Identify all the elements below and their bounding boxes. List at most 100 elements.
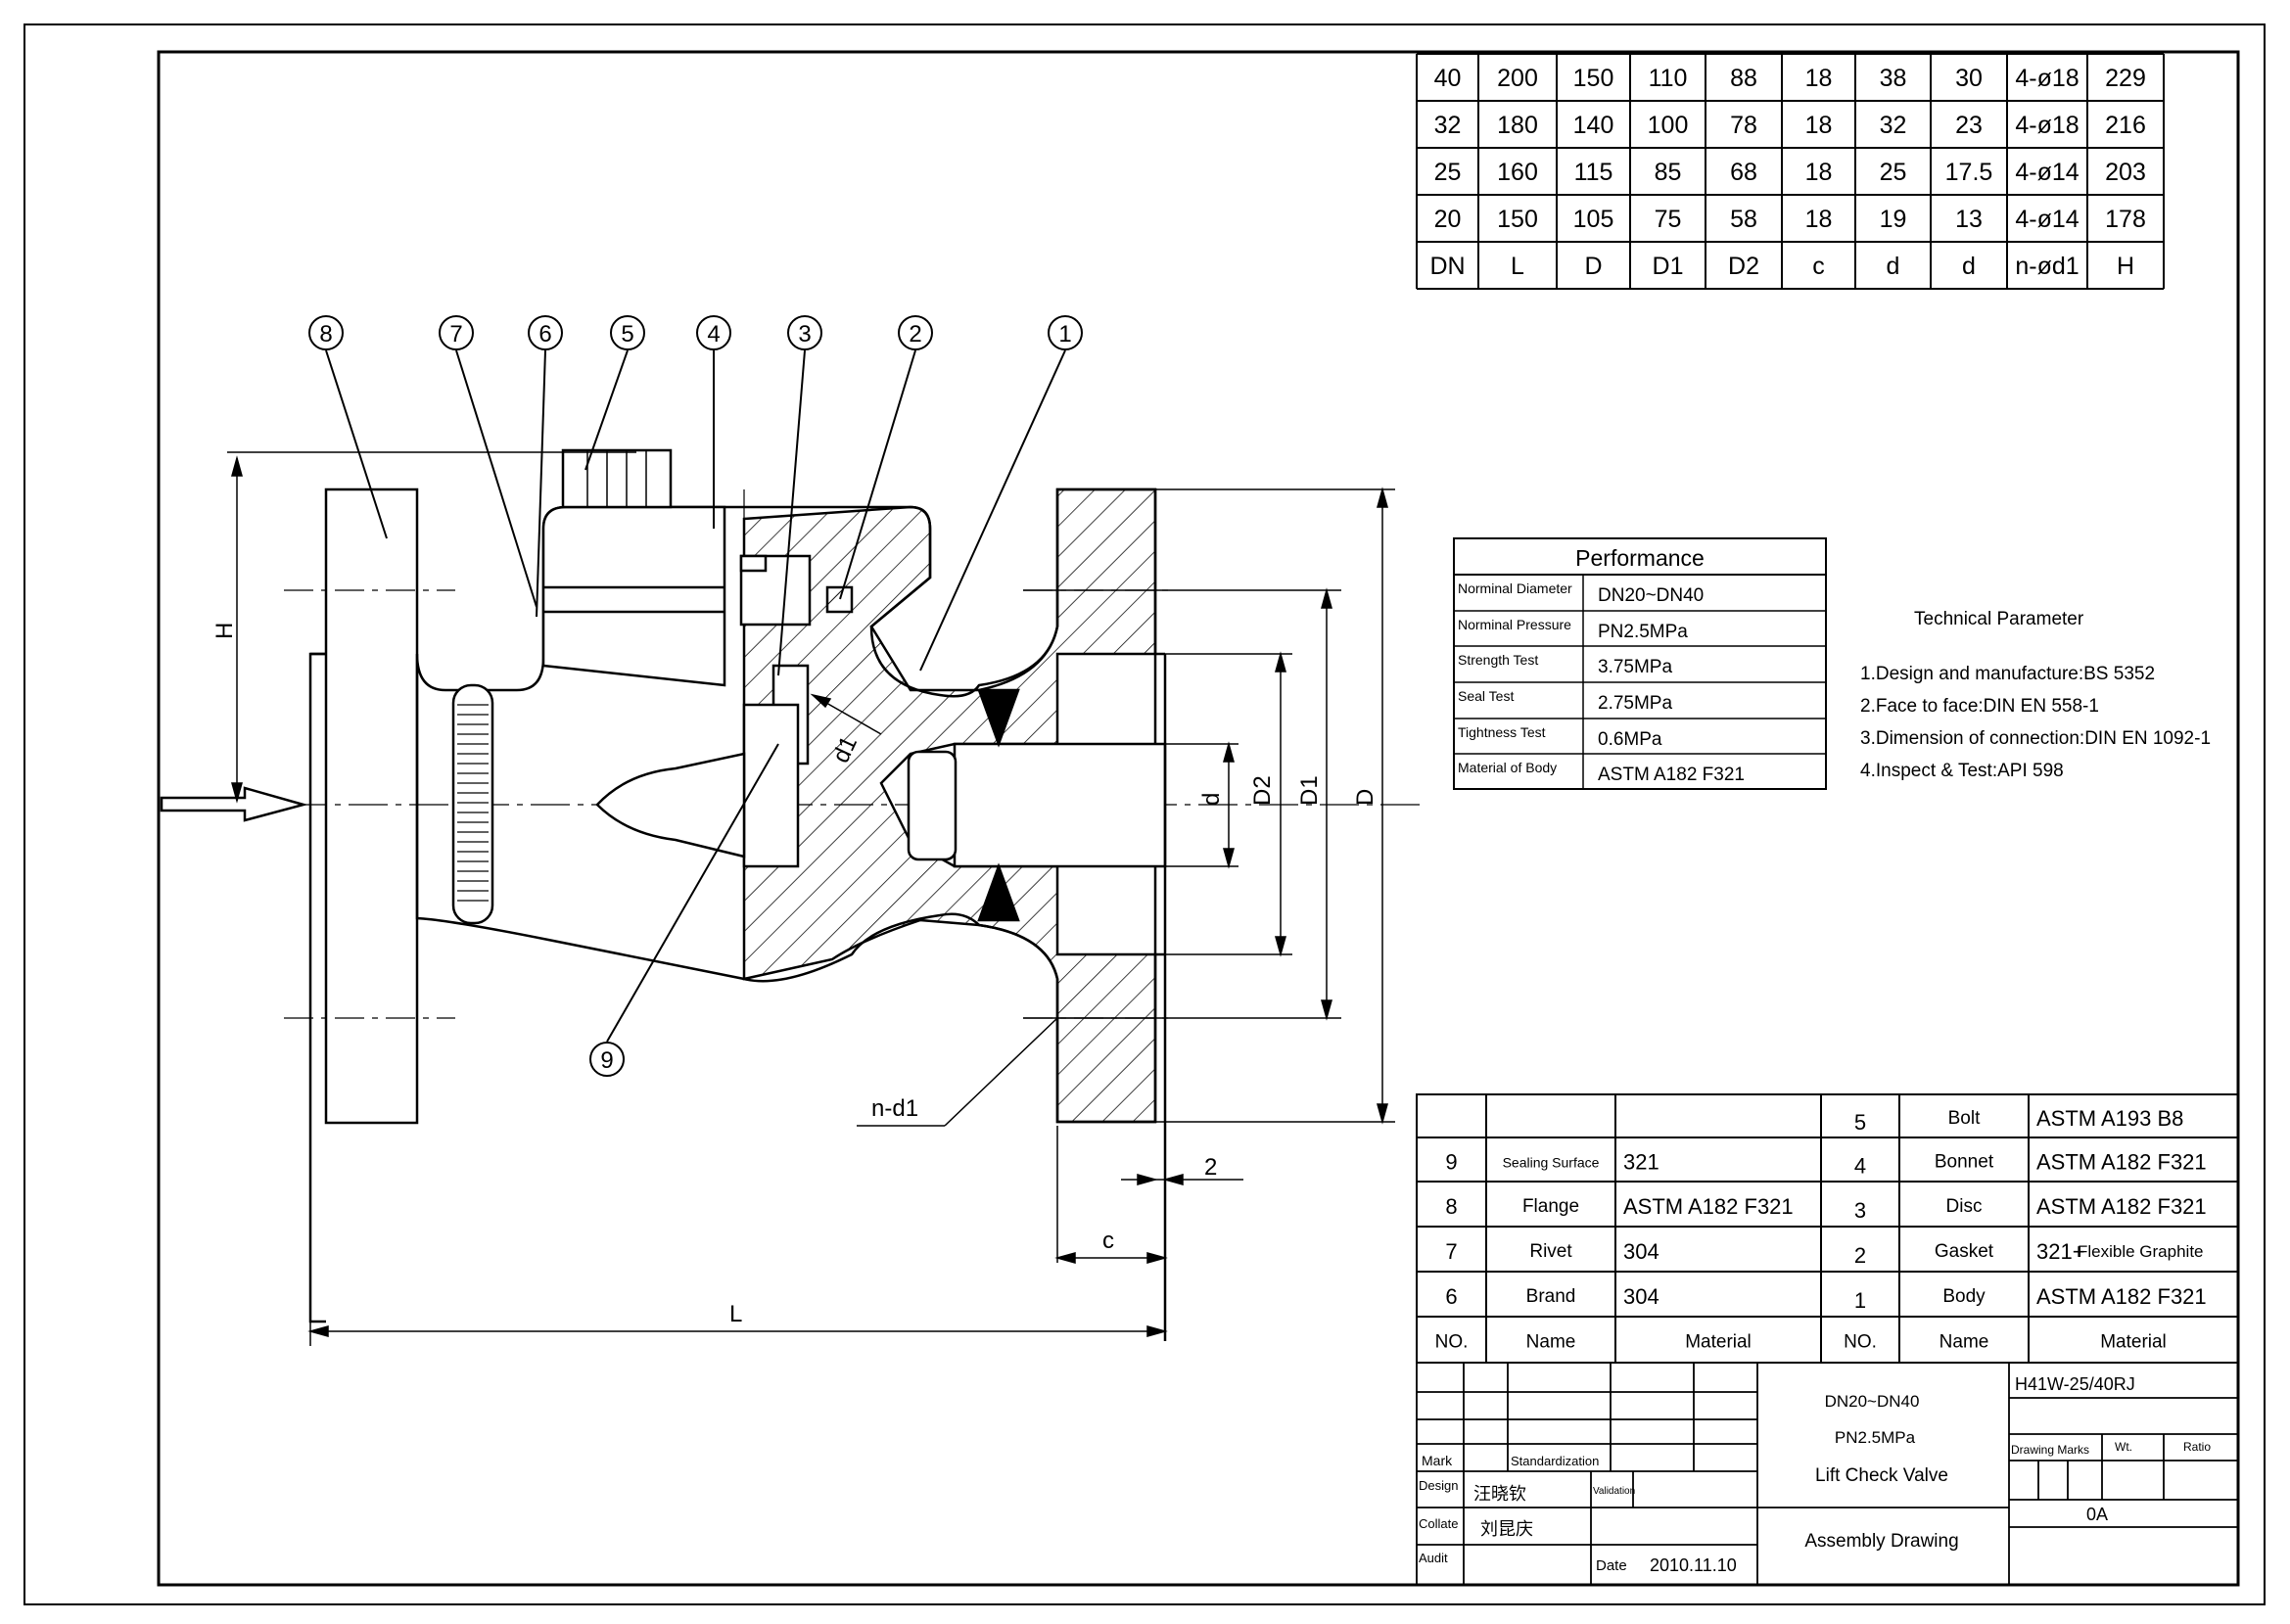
dim-table-cell: 19 xyxy=(1880,206,1907,233)
disc xyxy=(739,554,812,626)
part-name: Body xyxy=(1942,1286,1986,1307)
part-number: 6 xyxy=(1445,1284,1457,1309)
design-label: Design xyxy=(1419,1478,1458,1493)
dim-table-cell: c xyxy=(1812,253,1825,280)
dim-table-cell: 13 xyxy=(1955,206,1983,233)
wt-label: Wt. xyxy=(2115,1440,2132,1454)
outlet-bore xyxy=(953,742,1167,868)
part-material: 304 xyxy=(1623,1239,1659,1264)
part-number: 8 xyxy=(1445,1194,1457,1219)
valve-section-view xyxy=(160,448,1420,1341)
technical-item: 4.Inspect & Test:API 598 xyxy=(1860,761,2064,781)
dim-table-cell: D2 xyxy=(1728,253,1759,280)
balloon-5: 5 xyxy=(621,321,633,348)
part-name: Gasket xyxy=(1935,1241,1994,1262)
performance-value: 0.6MPa xyxy=(1598,729,1662,750)
dim-table-cell: 18 xyxy=(1805,65,1833,92)
part-name: Rivet xyxy=(1529,1241,1572,1262)
dim-table-cell: 4-ø14 xyxy=(2015,206,2079,233)
collator-name: 刘昆庆 xyxy=(1480,1519,1533,1539)
dimensions xyxy=(227,451,1395,1346)
dim-table-cell: 203 xyxy=(2105,159,2146,186)
dim-label-d1: D1 xyxy=(1296,775,1323,806)
parts-header-no: NO. xyxy=(1844,1332,1877,1353)
performance-label: Norminal Diameter xyxy=(1458,580,1572,596)
dim-label-big-d: D xyxy=(1352,789,1379,806)
weld-mark xyxy=(977,688,1020,748)
part-number: 3 xyxy=(1854,1198,1866,1223)
performance-value: ASTM A182 F321 xyxy=(1598,765,1745,785)
dim-table-cell: 200 xyxy=(1497,65,1538,92)
dim-table-cell: 75 xyxy=(1655,206,1682,233)
spec-pressure: PN2.5MPa xyxy=(1835,1428,1916,1447)
part-material: 321+ xyxy=(2036,1239,2085,1264)
dim-table-cell: 4-ø18 xyxy=(2015,65,2079,92)
dim-table-cell: 20 xyxy=(1434,206,1462,233)
dim-table-cell: 40 xyxy=(1434,65,1462,92)
dim-label-l: L xyxy=(729,1301,742,1327)
balloon-9: 9 xyxy=(600,1047,613,1074)
part-material: ASTM A182 F321 xyxy=(2036,1150,2207,1175)
drawing-type: Assembly Drawing xyxy=(1804,1531,1958,1552)
dim-table-cell: 23 xyxy=(1955,112,1983,139)
performance-value: 2.75MPa xyxy=(1598,693,1672,714)
dim-table-cell: d xyxy=(1962,253,1976,280)
gasket xyxy=(825,585,854,614)
part-name: Brand xyxy=(1526,1286,1576,1307)
parts-header-name: Name xyxy=(1526,1332,1576,1353)
technical-item: 1.Design and manufacture:BS 5352 xyxy=(1860,664,2155,684)
technical-title: Technical Parameter xyxy=(1914,609,2084,629)
dim-table-cell: 105 xyxy=(1573,206,1614,233)
dim-table-cell: 32 xyxy=(1880,112,1907,139)
part-name: Bonnet xyxy=(1935,1152,1994,1173)
part-material: ASTM A182 F321 xyxy=(2036,1284,2207,1309)
part-name: Sealing Surface xyxy=(1503,1155,1600,1171)
dim-table-cell: 4-ø18 xyxy=(2015,112,2079,139)
dim-table-cell: D1 xyxy=(1653,253,1684,280)
part-material: 321 xyxy=(1623,1150,1659,1175)
balloon-8: 8 xyxy=(319,321,332,348)
flow-arrow xyxy=(160,786,308,822)
dim-table-cell: 32 xyxy=(1434,112,1462,139)
revision: 0A xyxy=(2086,1505,2108,1524)
dim-table-cell: n-ød1 xyxy=(2015,253,2079,280)
inner-border xyxy=(157,50,2240,1587)
performance-label: Strength Test xyxy=(1458,652,1538,668)
title-block xyxy=(1416,1362,2239,1586)
dim-table-cell: 88 xyxy=(1730,65,1757,92)
technical-parameters: Technical Parameter 1.Design and manufac… xyxy=(1860,609,2211,781)
spec-diameter: DN20~DN40 xyxy=(1825,1392,1920,1411)
performance-label: Seal Test xyxy=(1458,688,1514,704)
dim-label-2: 2 xyxy=(1204,1154,1217,1181)
performance-title: Performance xyxy=(1575,545,1705,571)
dim-table-cell: 18 xyxy=(1805,159,1833,186)
collate-label: Collate xyxy=(1419,1516,1458,1531)
stem-knurl xyxy=(451,683,494,925)
dim-table-cell: 85 xyxy=(1655,159,1682,186)
part-number: 7 xyxy=(1445,1239,1457,1264)
dim-label-d: d xyxy=(1198,793,1225,806)
dim-table-cell: 110 xyxy=(1649,65,1688,92)
dim-label-nd1: n-d1 xyxy=(871,1095,918,1122)
dim-table-cell: 180 xyxy=(1497,112,1538,139)
part-material: 304 xyxy=(1623,1284,1659,1309)
dim-table-cell: 216 xyxy=(2105,112,2146,139)
title-block-text: Mark Standardization Design 汪晓钦 Validati… xyxy=(1419,1374,2211,1575)
balloon-numbers: 8 7 6 5 4 3 2 1 9 xyxy=(319,321,1071,1074)
dim-table-cell: H xyxy=(2117,253,2134,280)
standardization-label: Standardization xyxy=(1511,1454,1599,1468)
dim-table-cell: 18 xyxy=(1805,112,1833,139)
dim-label-h: H xyxy=(211,623,238,639)
dim-table-cell: 17.5 xyxy=(1945,159,1993,186)
inlet-flange xyxy=(324,487,419,1125)
dim-table-cell: 78 xyxy=(1730,112,1757,139)
balloon-1: 1 xyxy=(1058,321,1071,348)
dim-table-cell: 25 xyxy=(1880,159,1907,186)
performance-label: Norminal Pressure xyxy=(1458,617,1571,632)
dimension-labels: H d D2 D1 D d1 n-d1 2 c L xyxy=(211,623,1379,1327)
balloon-2: 2 xyxy=(909,321,921,348)
